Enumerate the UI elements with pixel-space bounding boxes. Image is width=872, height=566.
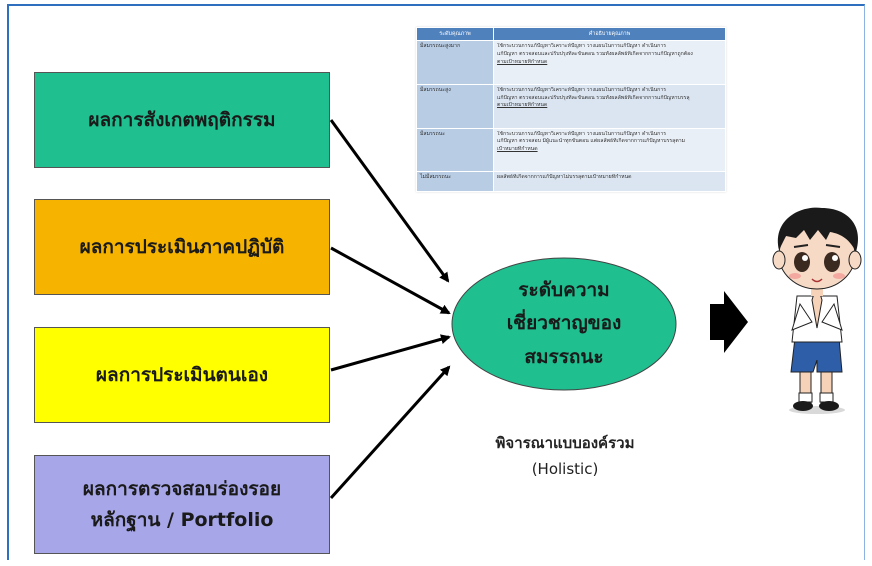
rubric-desc-line: ใช้กระบวนการแก้ปัญหาวิเคราะห์ปัญหา วางแผ… — [497, 130, 667, 137]
rubric-level: มีสมรรถนะสูงมาก — [416, 40, 494, 85]
rubric-description: ใช้กระบวนการแก้ปัญหาวิเคราะห์ปัญหา วางแผ… — [493, 127, 726, 173]
right-arrow-icon — [710, 291, 748, 353]
rubric-desc-line: แก้ปัญหา ตรวจสอบ มีผู้แนะนำทุกขั้นตอน แต… — [497, 138, 686, 145]
practical-assessment-label: ผลการประเมินภาคปฏิบัติ — [79, 235, 285, 258]
rubric-row: ไม่มีสมรรถนะ ผลลัพธ์ที่เกิดจากการแก้ปัญห… — [416, 171, 726, 192]
caption-line2: (Holistic) — [531, 460, 599, 479]
arrow-practical — [330, 246, 451, 315]
arrow-observation — [329, 119, 450, 283]
portfolio-label-line1: ผลการตรวจสอบร่องรอย — [82, 478, 282, 501]
rubric-level: มีสมรรถนะสูง — [416, 83, 494, 129]
arrow-self-assessment — [330, 334, 451, 372]
diagram-frame — [7, 4, 865, 560]
competency-level-label: ระดับความ เชี่ยวชาญของ สมรรถนะ — [452, 258, 676, 390]
portfolio-box: ผลการตรวจสอบร่องรอย หลักฐาน / Portfolio — [34, 455, 330, 554]
rubric-desc-line: เป้าหมายที่กำหนด — [497, 146, 538, 153]
rubric-table: ระดับคุณภาพ คำอธิบายคุณภาพ มีสมรรถนะสูงม… — [416, 27, 726, 192]
practical-assessment-box: ผลการประเมินภาคปฏิบัติ — [34, 199, 330, 295]
rubric-description: ผลลัพธ์ที่เกิดจากการแก้ปัญหาไม่บรรลุตามเ… — [493, 171, 726, 192]
center-line3: สมรรถนะ — [524, 345, 604, 368]
center-ellipse — [451, 257, 677, 391]
caption-line1: พิจารณาแบบองค์รวม — [495, 434, 635, 452]
rubric-desc-line: ใช้กระบวนการแก้ปัญหาวิเคราะห์ปัญหา วางแผ… — [497, 43, 667, 49]
rubric-desc-line: แก้ปัญหา ตรวจสอบและปรับปรุงทีละขั้นตอน ร… — [497, 94, 690, 101]
rubric-level: มีสมรรถนะ — [416, 127, 494, 173]
rubric-row: มีสมรรถนะ ใช้กระบวนการแก้ปัญหาวิเคราะห์ป… — [416, 127, 726, 173]
rubric-header-level: ระดับคุณภาพ — [416, 27, 494, 41]
self-assessment-label: ผลการประเมินตนเอง — [95, 363, 269, 386]
rubric-desc-line: แก้ปัญหา ตรวจสอบและปรับปรุงทีละขั้นตอน ร… — [497, 50, 693, 57]
observation-label: ผลการสังเกตพฤติกรรม — [88, 108, 276, 131]
rubric-desc-line: ใช้กระบวนการแก้ปัญหาวิเคราะห์ปัญหา วางแผ… — [497, 86, 667, 93]
center-line1: ระดับความ — [518, 279, 610, 302]
holistic-caption: พิจารณาแบบองค์รวม (Holistic) — [470, 430, 660, 483]
rubric-desc-line: ผลลัพธ์ที่เกิดจากการแก้ปัญหาไม่บรรลุตามเ… — [497, 174, 632, 181]
rubric-description: ใช้กระบวนการแก้ปัญหาวิเคราะห์ปัญหา วางแผ… — [493, 83, 726, 129]
rubric-row: มีสมรรถนะสูง ใช้กระบวนการแก้ปัญหาวิเคราะ… — [416, 83, 726, 129]
observation-box: ผลการสังเกตพฤติกรรม — [34, 72, 330, 168]
rubric-level: ไม่มีสมรรถนะ — [416, 171, 494, 192]
self-assessment-box: ผลการประเมินตนเอง — [34, 327, 330, 423]
rubric-desc-line: ตามเป้าหมายที่กำหนด — [497, 102, 548, 109]
student-character-icon — [772, 207, 862, 414]
rubric-description: ใช้กระบวนการแก้ปัญหาวิเคราะห์ปัญหา วางแผ… — [493, 40, 726, 85]
rubric-desc-line: ตามเป้าหมายที่กำหนด — [497, 58, 548, 65]
rubric-header-description: คำอธิบายคุณภาพ — [493, 27, 726, 41]
rubric-row: มีสมรรถนะสูงมาก ใช้กระบวนการแก้ปัญหาวิเค… — [416, 40, 726, 85]
center-line2: เชี่ยวชาญของ — [506, 312, 622, 335]
rubric-header-row: ระดับคุณภาพ คำอธิบายคุณภาพ — [416, 27, 726, 41]
arrow-portfolio — [329, 365, 451, 500]
portfolio-label-line2: หลักฐาน / Portfolio — [90, 508, 274, 531]
